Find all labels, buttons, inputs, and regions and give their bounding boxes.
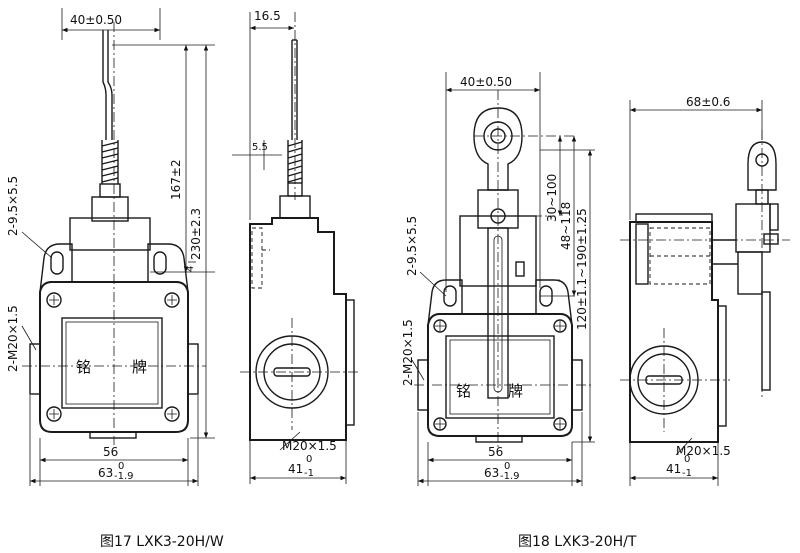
- fig17-dim-side-tol-dn: -1: [304, 468, 314, 479]
- fig17-dim-holes: 2-9.5×5.5: [6, 176, 20, 236]
- fig18-dim-side-thread: M20×1.5: [676, 444, 731, 458]
- fig17-dim-side-thread: M20×1.5: [282, 439, 337, 453]
- fig18-nameplate-char-2: 牌: [508, 382, 523, 400]
- fig18-dim-width-top: 40±0.50: [460, 75, 512, 89]
- fig18-dim-side-width: 68±0.6: [686, 95, 730, 109]
- fig18-side-view: [620, 130, 790, 443]
- fig17-dim-offset: 5.5: [252, 142, 268, 153]
- fig17-dim-side-base: 41: [288, 462, 303, 476]
- fig17-dim-height-total: 230±2.3: [189, 208, 203, 260]
- fig18-dim-overall-tol-up: 0: [504, 461, 510, 472]
- fig18-dim-side-tol-up: 0: [684, 454, 690, 465]
- fig18-dim-range-b: 48~118: [559, 202, 573, 250]
- fig17-dim-base: 56: [103, 445, 118, 459]
- fig18-dim-range-a: 30~100: [545, 174, 559, 222]
- fig17-dim-thread: 2-M20×1.5: [6, 305, 20, 372]
- fig18-caption: 图18 LXK3-20H/T: [518, 534, 637, 550]
- fig17-dimensions: [21, 8, 215, 486]
- fig17-dim-small: 4: [185, 266, 196, 272]
- fig17-dim-overall-tol-dn: -1.9: [114, 471, 134, 482]
- fig18-dim-overall-tol-dn: -1.9: [500, 471, 520, 482]
- fig17-dim-width-top: 40±0.50: [70, 13, 122, 27]
- fig17-side-view: [240, 12, 360, 441]
- fig18-dim-range-c: 120±1.1~190±1.25: [575, 208, 589, 330]
- fig17-dim-side-tol-up: 0: [306, 454, 312, 465]
- fig18-dim-base: 56: [488, 445, 503, 459]
- fig17-side-dimensions: [232, 12, 347, 484]
- fig17-dim-side-width: 16.5: [254, 9, 281, 23]
- fig17-front-view: [22, 22, 206, 445]
- fig17-caption: 图17 LXK3-20H/W: [100, 534, 224, 550]
- fig17-dim-overall: 63: [98, 466, 113, 480]
- fig18-dim-holes: 2-9.5×5.5: [405, 216, 419, 276]
- fig18-side-dimensions: [629, 100, 763, 486]
- fig18-front-view: [414, 90, 592, 448]
- fig18-dim-overall: 63: [484, 466, 499, 480]
- fig17-dim-overall-tol-up: 0: [118, 461, 124, 472]
- fig18-nameplate-char-1: 铭: [456, 382, 471, 400]
- fig18-dim-side-base: 41: [666, 462, 681, 476]
- fig17-dim-height-switch: 167±2: [169, 159, 183, 200]
- fig18-dim-thread: 2-M20×1.5: [401, 319, 415, 386]
- fig17-nameplate-char-1: 铭: [76, 358, 91, 376]
- fig18-dimensions: [411, 72, 595, 486]
- fig17-nameplate-char-2: 牌: [132, 358, 147, 376]
- fig18-dim-side-tol-dn: -1: [682, 468, 692, 479]
